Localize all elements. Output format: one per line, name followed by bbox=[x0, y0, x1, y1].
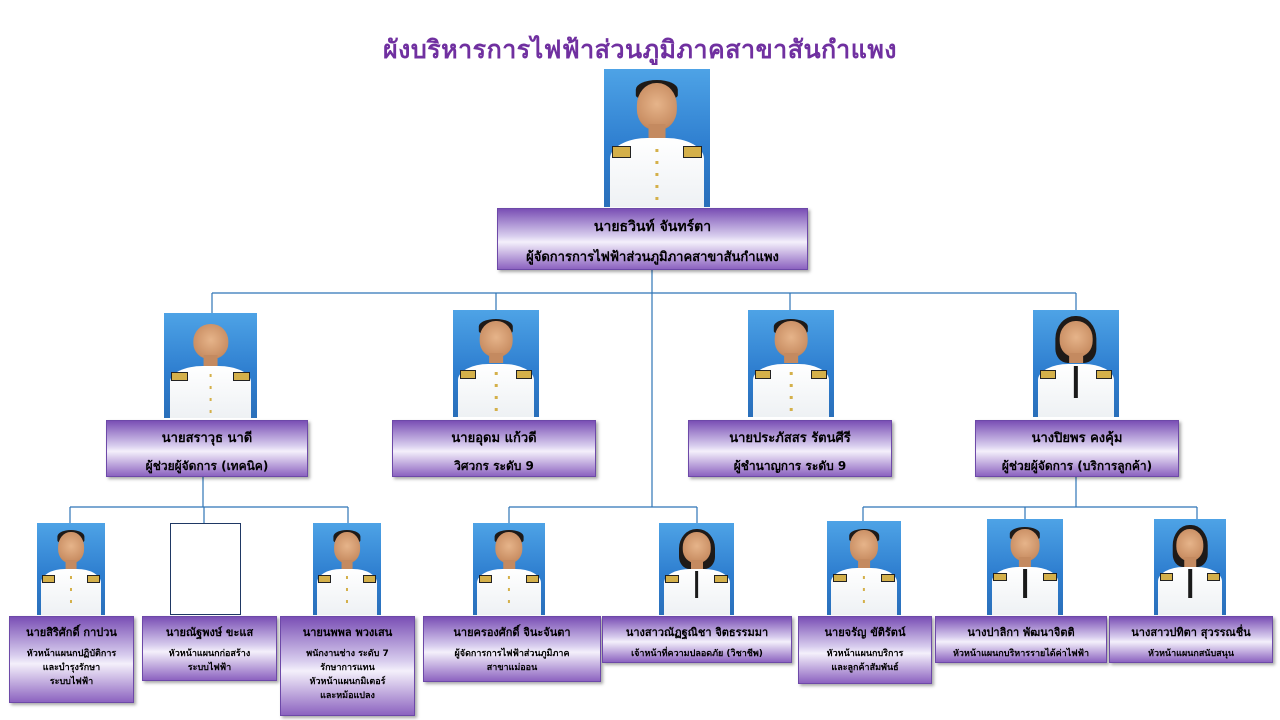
level3-card-1: นายสิริศักดิ์ กาปวน หัวหน้าแผนกปฏิบัติกา… bbox=[9, 616, 134, 703]
level3-name-7: นางปาลิกา พัฒนาจิตติ bbox=[967, 626, 1075, 639]
level3-name-5: นางสาวณัฏฐณิชา จิตธรรมมา bbox=[625, 626, 769, 639]
level2-card-3: นายประภัสสร รัตนศีรี ผู้ชำนาญการ ระดับ 9 bbox=[688, 420, 892, 477]
level3-name-4: นายครองศักดิ์ จินะจันตา bbox=[453, 626, 571, 639]
level2-name-4: นางปิยพร คงคุ้ม bbox=[1031, 431, 1123, 446]
level2-photo-1 bbox=[164, 313, 257, 418]
level3-position-7: หัวหน้าแผนกบริหารรายได้ค่าไฟฟ้า bbox=[952, 649, 1090, 659]
level2-position-2: วิศวกร ระดับ 9 bbox=[454, 459, 534, 473]
manager-position: ผู้จัดการการไฟฟ้าส่วนภูมิภาคสาขาสันกำแพง bbox=[526, 250, 779, 265]
level3-photo-8 bbox=[1154, 519, 1226, 615]
level3-photo-3 bbox=[313, 523, 381, 615]
level3-card-4: นายครองศักดิ์ จินะจันตา ผู้จัดการการไฟฟ้… bbox=[423, 616, 601, 682]
level2-photo-4 bbox=[1033, 310, 1119, 417]
level2-photo-3 bbox=[748, 310, 834, 417]
level3-name-8: นางสาวปทิตา สุวรรณชื่น bbox=[1131, 626, 1251, 639]
level2-card-2: นายอุดม แก้วดี วิศวกร ระดับ 9 bbox=[392, 420, 596, 477]
level2-name-2: นายอุดม แก้วดี bbox=[451, 431, 537, 446]
level3-position-8: หัวหน้าแผนกสนับสนุน bbox=[1148, 649, 1234, 659]
level2-name-3: นายประภัสสร รัตนศีรี bbox=[729, 431, 851, 446]
level2-position-1: ผู้ช่วยผู้จัดการ (เทคนิค) bbox=[145, 459, 269, 473]
level3-position-6: หัวหน้าแผนกบริการ และลูกค้าสัมพันธ์ bbox=[826, 649, 904, 673]
level3-card-2: นายณัฐพงษ์ ขะแส หัวหน้าแผนกก่อสร้าง ระบบ… bbox=[142, 616, 277, 681]
manager-card: นายธวินท์ จันทร์ตา ผู้จัดการการไฟฟ้าส่วน… bbox=[497, 208, 808, 270]
level3-photo-7 bbox=[987, 519, 1063, 615]
level3-card-6: นายจรัญ ขัติรัตน์ หัวหน้าแผนกบริการ และล… bbox=[798, 616, 932, 684]
manager-name: นายธวินท์ จันทร์ตา bbox=[593, 219, 712, 235]
level3-name-6: นายจรัญ ขัติรัตน์ bbox=[824, 626, 906, 639]
level3-card-8: นางสาวปทิตา สุวรรณชื่น หัวหน้าแผนกสนับสน… bbox=[1109, 616, 1273, 663]
level3-position-1: หัวหน้าแผนกปฏิบัติการ และบำรุงรักษา ระบบ… bbox=[26, 649, 117, 687]
chart-title: ผังบริหารการไฟฟ้าส่วนภูมิภาคสาขาสันกำแพง bbox=[382, 35, 898, 64]
level3-photo-2-placeholder bbox=[170, 523, 241, 615]
level3-photo-4 bbox=[473, 523, 545, 615]
level3-photo-5 bbox=[659, 523, 734, 615]
manager-photo bbox=[604, 69, 710, 207]
level3-name-3: นายนพพล พวงเสน bbox=[302, 626, 393, 639]
level3-photo-1 bbox=[37, 523, 105, 615]
level2-name-1: นายสราวุธ นาดี bbox=[161, 431, 253, 446]
level3-position-5: เจ้าหน้าที่ความปลอดภัย (วิชาชีพ) bbox=[631, 649, 763, 659]
level3-name-2: นายณัฐพงษ์ ขะแส bbox=[165, 626, 254, 639]
level3-position-2: หัวหน้าแผนกก่อสร้าง ระบบไฟฟ้า bbox=[168, 649, 251, 673]
level3-card-3: นายนพพล พวงเสน พนักงานช่าง ระดับ 7 รักษา… bbox=[280, 616, 415, 716]
level3-position-4: ผู้จัดการการไฟฟ้าส่วนภูมิภาค สาขาแม่ออน bbox=[454, 649, 570, 673]
level3-name-1: นายสิริศักดิ์ กาปวน bbox=[26, 626, 117, 639]
level2-photo-2 bbox=[453, 310, 539, 417]
level2-card-1: นายสราวุธ นาดี ผู้ช่วยผู้จัดการ (เทคนิค) bbox=[106, 420, 308, 477]
level3-photo-6 bbox=[827, 521, 901, 615]
level2-card-4: นางปิยพร คงคุ้ม ผู้ช่วยผู้จัดการ (บริการ… bbox=[975, 420, 1179, 477]
level3-card-5: นางสาวณัฏฐณิชา จิตธรรมมา เจ้าหน้าที่ความ… bbox=[602, 616, 792, 663]
level3-card-7: นางปาลิกา พัฒนาจิตติ หัวหน้าแผนกบริหารรา… bbox=[935, 616, 1107, 663]
level3-position-3: พนักงานช่าง ระดับ 7 รักษาการแทน หัวหน้าแ… bbox=[306, 649, 389, 701]
level2-position-3: ผู้ชำนาญการ ระดับ 9 bbox=[733, 459, 847, 473]
level2-position-4: ผู้ช่วยผู้จัดการ (บริการลูกค้า) bbox=[1001, 459, 1153, 473]
